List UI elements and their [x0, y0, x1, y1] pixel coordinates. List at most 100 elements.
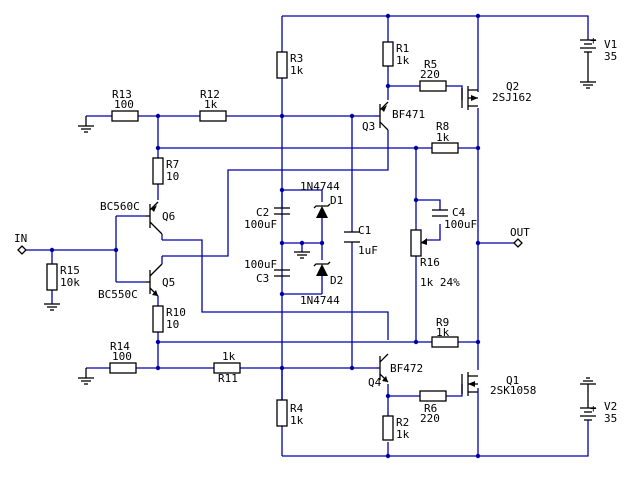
label-r11: R11 [218, 372, 238, 385]
label-v1: V1 [604, 38, 617, 51]
label-r3: R3 [290, 52, 303, 65]
resistor-r12 [199, 110, 227, 122]
label-r1-value: 1k [396, 54, 410, 67]
label-c1: C1 [358, 224, 371, 237]
resistor-r1 [382, 41, 394, 67]
label-c2: C2 [256, 206, 269, 219]
label-r8-value: 1k [436, 131, 450, 144]
label-r7-value: 10 [166, 170, 179, 183]
transistor-q4 [374, 353, 389, 383]
label-v2-plus: + [590, 402, 597, 415]
ground-symbol-r13 [78, 116, 94, 133]
capacitor-c2 [274, 190, 290, 215]
label-q3: Q3 [362, 120, 375, 133]
resistor-r13 [111, 110, 139, 122]
label-q5: Q5 [162, 276, 175, 289]
label-q4: Q4 [368, 376, 382, 389]
label-r9: R9 [436, 316, 449, 329]
label-in: IN [14, 232, 27, 245]
label-v1-value: 35 [604, 50, 617, 63]
label-q2: Q2 [506, 80, 519, 93]
label-d2-type: 1N4744 [300, 294, 340, 307]
ground-symbol-r14 [78, 368, 94, 385]
label-r14-value: 100 [112, 350, 132, 363]
resistor-r6 [419, 390, 447, 402]
label-r16-value: 1k 24% [420, 276, 460, 289]
resistor-r3 [276, 51, 288, 79]
label-r8: R8 [436, 120, 449, 133]
label-r4-value: 1k [290, 414, 304, 427]
resistor-r5 [419, 80, 447, 92]
label-v2-value: 35 [604, 412, 617, 425]
label-q6: Q6 [162, 210, 175, 223]
label-q1: Q1 [506, 374, 519, 387]
label-r12: R12 [200, 88, 220, 101]
labels: V1 35 + V2 35 + R1 1k R2 1k R3 1k R4 1k … [14, 34, 617, 441]
label-q6-type: BC560C [100, 200, 140, 213]
label-r6: R6 [424, 402, 437, 415]
label-r13: R13 [112, 88, 132, 101]
resistor-r14 [109, 362, 137, 374]
ground-symbol-center [294, 251, 310, 259]
resistor-r4 [276, 399, 288, 427]
label-r10: R10 [166, 306, 186, 319]
label-r4: R4 [290, 402, 304, 415]
label-q5-type: BC550C [98, 288, 138, 301]
label-r13-value: 100 [114, 98, 134, 111]
label-r3-value: 1k [290, 64, 304, 77]
wires [22, 15, 589, 457]
label-r16: R16 [420, 256, 440, 269]
label-r14: R14 [110, 340, 130, 353]
label-d2: D2 [330, 274, 343, 287]
label-r1: R1 [396, 42, 409, 55]
label-r15-value: 10k [60, 276, 80, 289]
resistor-r9 [431, 336, 459, 348]
capacitor-c3 [274, 269, 290, 277]
capacitor-c1 [344, 231, 360, 243]
label-r12-value: 1k [204, 98, 218, 111]
ground-symbol-r15 [44, 303, 60, 311]
zener-diode-d1 [313, 203, 331, 218]
supply-v2 [580, 377, 596, 424]
label-r15: R15 [60, 264, 80, 277]
resistor-r11 [213, 362, 241, 374]
label-r2-value: 1k [396, 428, 410, 441]
label-r11-value: 1k [222, 350, 236, 363]
label-q2-type: 2SJ162 [492, 91, 532, 104]
resistor-r7 [152, 157, 164, 185]
capacitor-c4 [432, 209, 448, 217]
input-terminal [17, 245, 27, 255]
label-r5-value: 220 [420, 68, 440, 81]
label-r5: R5 [424, 58, 437, 71]
label-d1: D1 [330, 194, 343, 207]
transistor-q3 [374, 101, 389, 131]
label-c4: C4 [452, 206, 466, 219]
label-c3-value: 100uF [244, 258, 277, 271]
zener-diode-d2 [313, 261, 331, 276]
supply-v1 [580, 39, 596, 89]
resistor-r15 [46, 263, 58, 291]
label-r2: R2 [396, 416, 409, 429]
label-r6-value: 220 [420, 412, 440, 425]
label-r10-value: 10 [166, 318, 179, 331]
label-d1-type: 1N4744 [300, 180, 340, 193]
label-r9-value: 1k [436, 326, 450, 339]
label-q3-type: BF471 [392, 108, 425, 121]
label-q1-type: 2SK1058 [490, 384, 536, 397]
label-v1-plus: + [590, 34, 597, 47]
junctions [49, 13, 481, 459]
label-c3: C3 [256, 272, 269, 285]
mosfet-q1 [461, 372, 478, 396]
label-c2-value: 100uF [244, 218, 277, 231]
label-c4-value: 100uF [444, 218, 477, 231]
resistor-r10 [152, 305, 164, 333]
label-v2: V2 [604, 400, 617, 413]
mosfet-q2 [461, 86, 478, 110]
resistor-r2 [382, 415, 394, 441]
transistor-q6 [146, 201, 163, 240]
label-q4-type: BF472 [390, 362, 423, 375]
label-out: OUT [510, 226, 530, 239]
output-terminal [513, 238, 523, 248]
transistor-q5 [146, 256, 163, 297]
